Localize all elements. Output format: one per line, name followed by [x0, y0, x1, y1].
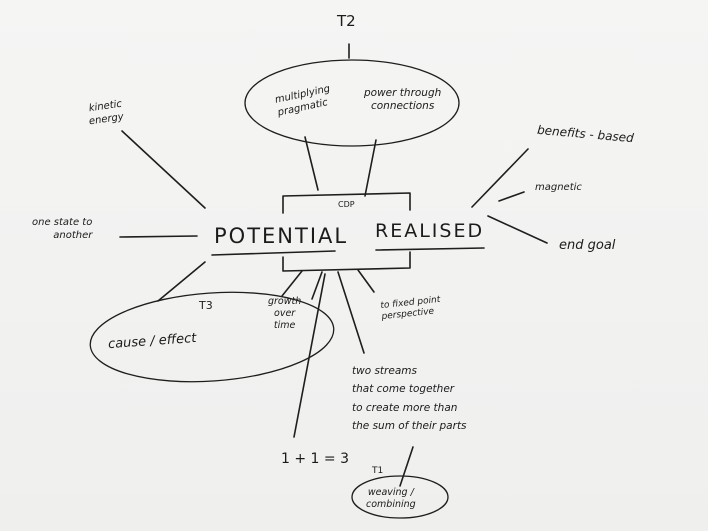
kinetic-branch-line [121, 130, 206, 209]
branch-magnetic: magnetic [535, 182, 582, 193]
t2-to-center-line-1 [304, 136, 319, 191]
t3-label: T3 [199, 299, 213, 312]
center-word-realised: REALISED [375, 220, 485, 242]
potential-underline [211, 250, 336, 256]
one-state-branch-line [119, 235, 198, 238]
two-streams-branch-line [337, 271, 365, 354]
t2-to-center-line-2 [364, 139, 377, 197]
fixed-point-branch-line [357, 269, 375, 293]
realised-underline [375, 247, 485, 251]
bracket-label-cdp: CDP [338, 200, 355, 209]
bottom-bracket [282, 251, 411, 272]
equation-branch-line [293, 273, 326, 438]
t2-ellipse [244, 59, 460, 147]
t3-growth-over-time: growth over time [268, 296, 302, 331]
t3-branch-line [157, 261, 206, 302]
t1-label: T1 [372, 466, 384, 476]
t1-ellipse [351, 475, 449, 519]
benefits-branch-line [471, 148, 529, 208]
branch-equation: 1 + 1 = 3 [281, 451, 349, 467]
branch-kinetic-energy: kinetic energy [88, 98, 125, 127]
t3-ellipse [89, 291, 335, 383]
branch-two-streams: two streams that come together to create… [352, 365, 467, 433]
center-word-potential: POTENTIAL [214, 224, 349, 248]
growth-branch-line-2 [311, 271, 323, 300]
t2-item-power: power through connections [364, 87, 442, 113]
magnetic-branch-line [498, 191, 525, 202]
branch-end-goal: end goal [559, 238, 616, 253]
growth-branch-line [281, 270, 303, 297]
top-bracket [282, 192, 411, 214]
t1-weaving-combining: weaving / combining [366, 487, 416, 510]
t2-title: T2 [337, 12, 356, 30]
t1-connector [399, 446, 414, 487]
branch-one-state: one state to another [32, 217, 93, 241]
end-goal-branch-line [487, 215, 548, 244]
